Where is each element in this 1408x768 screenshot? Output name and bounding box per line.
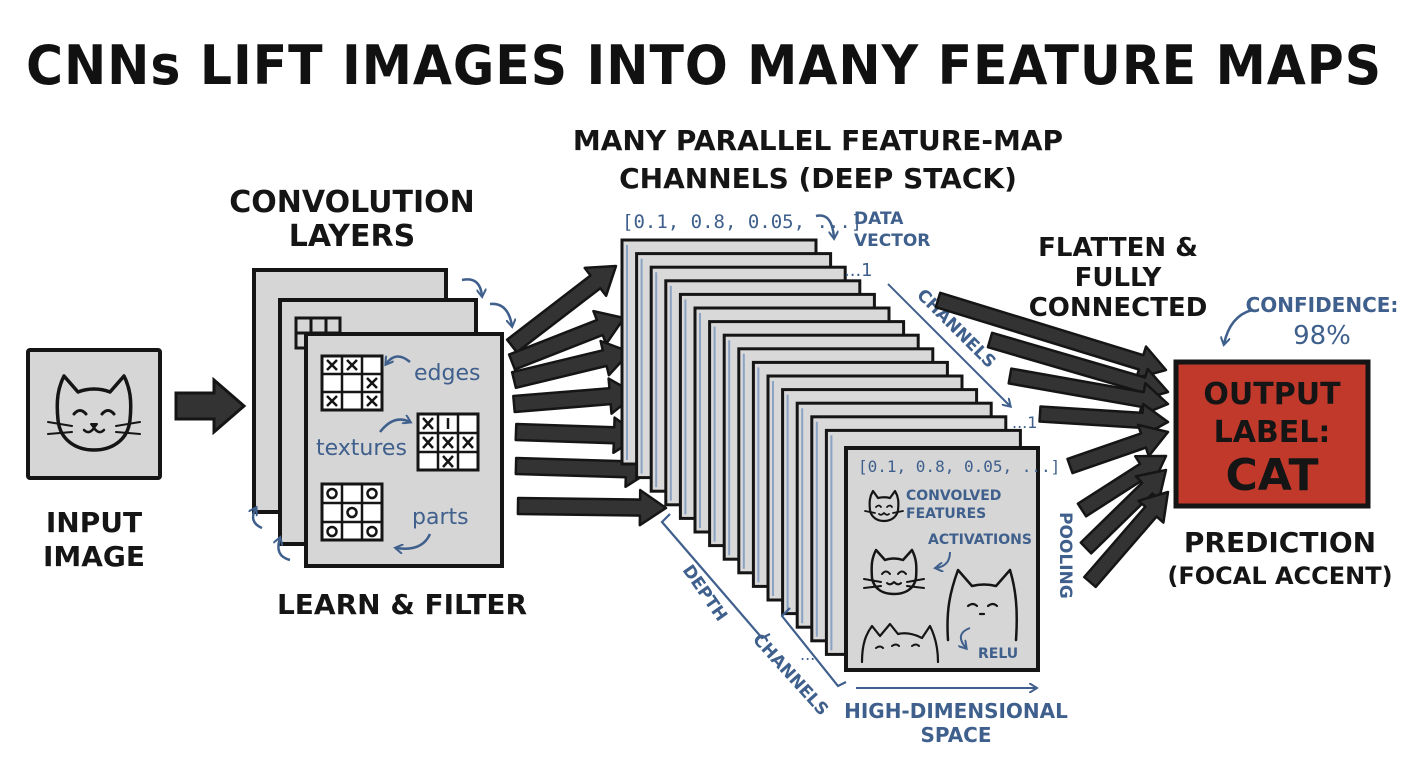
fc-label-line1: FLATTEN & <box>1038 233 1198 263</box>
x-grid-icon <box>320 354 384 412</box>
convolved-label-line1: CONVOLVED <box>906 488 1001 504</box>
cat-face-icon <box>863 548 925 596</box>
pooling-label: POOLING <box>1055 512 1075 599</box>
space-label-line1: HIGH-DIMENSIONAL <box>844 699 1068 723</box>
channels-bottom-label: CHANNELS <box>748 630 832 720</box>
curved-arrow-icon <box>461 278 482 296</box>
fc-arrow-icon <box>1007 367 1170 417</box>
fan-arrow-icon <box>510 339 632 390</box>
curved-arrow-icon <box>936 551 951 568</box>
conv-edges-label: edges <box>414 361 480 386</box>
fan-arrow-icon <box>507 309 626 371</box>
relu-label: RELU <box>978 646 1018 662</box>
confidence-label: CONFIDENCE: <box>1246 293 1399 317</box>
fc-arrow-icon <box>1079 468 1168 555</box>
o-grid-icon <box>320 482 384 542</box>
stack-heading-line1: MANY PARALLEL FEATURE-MAP <box>573 124 1063 157</box>
confidence-value: 98% <box>1293 321 1351 351</box>
front-data-vector: [0.1, 0.8, 0.05, ...] <box>858 457 1060 476</box>
fc-arrow-icon <box>1083 490 1170 589</box>
fan-arrow-icon <box>516 488 668 527</box>
input-label-line1: INPUT <box>46 506 142 539</box>
data-vector-label-line1: DATA <box>854 209 904 229</box>
output-label-box <box>1173 359 1371 509</box>
conv-textures-label: textures <box>316 436 407 461</box>
curved-arrow-icon <box>1224 308 1253 344</box>
fc-label-line3: CONNECTED <box>1029 293 1208 323</box>
front-feature-map <box>844 446 1040 672</box>
convolved-label-line2: FEATURES <box>906 506 986 522</box>
input-label-line2: IMAGE <box>43 540 145 573</box>
data-vector-label-line2: VECTOR <box>854 231 930 251</box>
curved-arrow-icon <box>489 302 512 326</box>
x-grid-icon <box>416 412 480 472</box>
curved-arrow-icon <box>396 533 432 549</box>
curved-arrow-icon <box>278 538 291 562</box>
curved-arrow-icon <box>253 508 263 530</box>
activations-label: ACTIVATIONS <box>928 532 1032 548</box>
fan-arrows <box>505 264 668 527</box>
conv-heading-line1: CONVOLUTION <box>229 185 474 220</box>
cat-face-icon <box>47 374 141 452</box>
space-label-line2: SPACE <box>920 723 991 747</box>
fc-label-line2: FULLY <box>1075 263 1163 293</box>
arrow-right-icon <box>174 376 247 436</box>
prediction-label: PREDICTION <box>1184 526 1376 559</box>
conv-parts-label: parts <box>412 505 469 530</box>
cat-face-icon <box>946 568 1018 642</box>
curved-arrow-icon <box>815 214 834 238</box>
fc-arrow-icon <box>934 291 1168 380</box>
prediction-accent: (FOCAL ACCENT) <box>1167 562 1392 590</box>
data-vector-top: [0.1, 0.8, 0.05, ...] <box>622 211 862 233</box>
stack-ellipsis: ... <box>800 645 815 664</box>
output-line2: LABEL: <box>1214 415 1331 450</box>
channels-index: ...1 <box>1012 413 1037 432</box>
input-image <box>26 348 162 480</box>
fc-arrows <box>934 291 1170 589</box>
conv-footer: LEARN & FILTER <box>277 588 527 621</box>
fc-arrow-icon <box>1066 423 1170 475</box>
index-mark: ...1 <box>844 260 873 281</box>
curved-arrow-icon <box>379 420 410 433</box>
fan-arrow-icon <box>505 264 618 354</box>
curved-arrow-icon <box>386 355 411 364</box>
stack-heading-line2: CHANNELS (DEEP STACK) <box>619 162 1017 195</box>
curved-arrow-icon <box>961 627 971 648</box>
output-line1: OUTPUT <box>1203 377 1341 412</box>
cat-face-icon <box>864 489 904 523</box>
output-line3: CAT <box>1226 450 1319 501</box>
cat-face-icon <box>860 622 940 664</box>
diagram-title: CNNs LIFT IMAGES INTO MANY FEATURE MAPS <box>26 34 1382 97</box>
conv-heading-line2: LAYERS <box>289 219 415 254</box>
